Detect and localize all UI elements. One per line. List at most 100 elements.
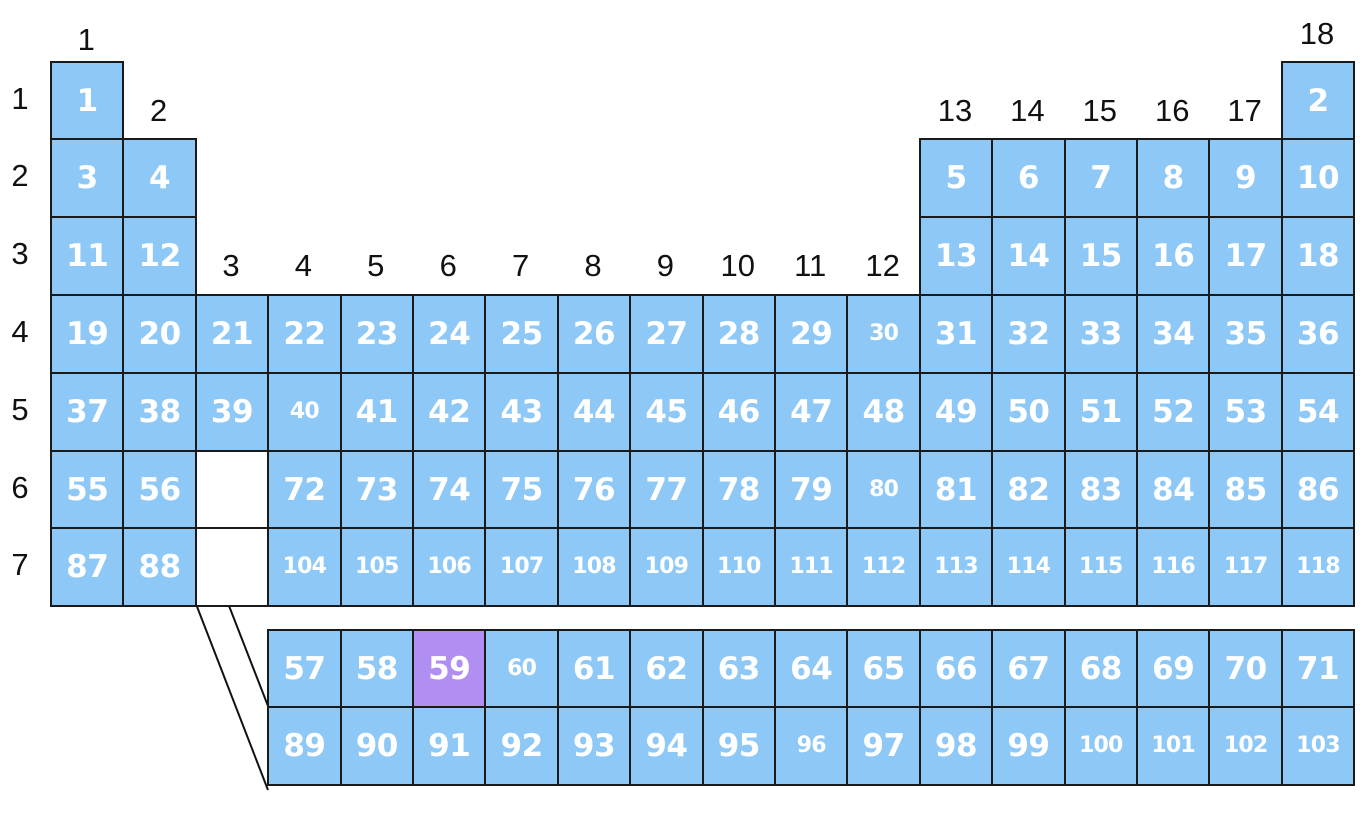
element-cell: 86 bbox=[1280, 450, 1356, 530]
element-cell: 21 bbox=[194, 294, 270, 374]
period-label: 4 bbox=[11, 314, 29, 349]
placeholder-cell bbox=[194, 527, 270, 607]
element-cell: 83 bbox=[1063, 450, 1138, 530]
element-cell: 60 bbox=[484, 629, 559, 709]
element-cell: 70 bbox=[1208, 629, 1283, 709]
element-cell: 112 bbox=[846, 527, 921, 607]
group-label: 4 bbox=[294, 248, 312, 283]
element-cell: 117 bbox=[1208, 527, 1283, 607]
element-cell: 48 bbox=[846, 372, 921, 452]
element-cell: 55 bbox=[50, 450, 125, 530]
element-cell: 79 bbox=[774, 450, 849, 530]
element-cell: 62 bbox=[629, 629, 704, 709]
element-cell: 57 bbox=[267, 629, 342, 709]
element-cell: 11 bbox=[50, 216, 125, 296]
group-label: 12 bbox=[865, 248, 900, 283]
element-cell: 107 bbox=[484, 527, 559, 607]
element-cell: 37 bbox=[50, 372, 125, 452]
element-cell: 8 bbox=[1136, 138, 1211, 218]
element-cell: 103 bbox=[1280, 706, 1356, 786]
element-cell: 51 bbox=[1063, 372, 1138, 452]
element-cell: 115 bbox=[1063, 527, 1138, 607]
element-cell: 35 bbox=[1208, 294, 1283, 374]
group-label: 7 bbox=[511, 248, 530, 283]
element-cell: 109 bbox=[629, 527, 704, 607]
element-cell: 89 bbox=[267, 706, 342, 786]
group-label: 11 bbox=[794, 248, 827, 283]
element-cell: 64 bbox=[774, 629, 849, 709]
group-label: 14 bbox=[1010, 93, 1045, 128]
period-label: 5 bbox=[11, 392, 29, 427]
element-cell: 94 bbox=[629, 706, 704, 786]
group-label: 1 bbox=[77, 22, 95, 57]
element-cell: 105 bbox=[339, 527, 414, 607]
period-label: 3 bbox=[11, 236, 29, 271]
element-cell: 76 bbox=[556, 450, 632, 530]
group-label: 2 bbox=[149, 93, 168, 128]
element-cell: 5 bbox=[918, 138, 994, 218]
group-label: 17 bbox=[1227, 93, 1262, 128]
element-cell: 14 bbox=[991, 216, 1066, 296]
element-cell: 78 bbox=[701, 450, 776, 530]
element-cell: 38 bbox=[122, 372, 197, 452]
element-cell: 97 bbox=[846, 706, 921, 786]
element-cell: 40 bbox=[267, 372, 342, 452]
element-cell: 69 bbox=[1136, 629, 1211, 709]
element-cell: 114 bbox=[991, 527, 1066, 607]
element-cell: 9 bbox=[1208, 138, 1283, 218]
element-cell: 24 bbox=[412, 294, 487, 374]
element-cell: 34 bbox=[1136, 294, 1211, 374]
element-cell: 1 bbox=[50, 61, 125, 141]
element-cell: 68 bbox=[1063, 629, 1138, 709]
element-cell: 43 bbox=[484, 372, 559, 452]
element-cell: 63 bbox=[701, 629, 776, 709]
element-cell: 32 bbox=[991, 294, 1066, 374]
element-cell: 19 bbox=[50, 294, 125, 374]
element-cell: 111 bbox=[774, 527, 849, 607]
element-cell: 101 bbox=[1136, 706, 1211, 786]
element-cell: 25 bbox=[484, 294, 559, 374]
element-cell: 49 bbox=[918, 372, 994, 452]
element-cell: 72 bbox=[267, 450, 342, 530]
element-cell: 42 bbox=[412, 372, 487, 452]
element-cell: 93 bbox=[556, 706, 632, 786]
element-cell: 30 bbox=[846, 294, 921, 374]
element-cell: 116 bbox=[1136, 527, 1211, 607]
element-cell: 56 bbox=[122, 450, 197, 530]
element-cell: 12 bbox=[122, 216, 197, 296]
element-cell: 59 bbox=[412, 629, 487, 709]
element-cell: 27 bbox=[629, 294, 704, 374]
period-label: 2 bbox=[11, 158, 29, 193]
element-cell: 102 bbox=[1208, 706, 1283, 786]
element-cell: 96 bbox=[774, 706, 849, 786]
group-label: 8 bbox=[584, 248, 602, 283]
element-cell: 75 bbox=[484, 450, 559, 530]
element-cell: 95 bbox=[701, 706, 776, 786]
element-cell: 2 bbox=[1280, 61, 1356, 141]
group-label: 9 bbox=[656, 248, 674, 283]
element-cell: 71 bbox=[1280, 629, 1356, 709]
element-cell: 4 bbox=[122, 138, 197, 218]
element-cell: 15 bbox=[1063, 216, 1138, 296]
element-cell: 73 bbox=[339, 450, 414, 530]
element-cell: 26 bbox=[556, 294, 632, 374]
element-cell: 106 bbox=[412, 527, 487, 607]
element-cell: 82 bbox=[991, 450, 1066, 530]
element-cell: 20 bbox=[122, 294, 197, 374]
element-cell: 66 bbox=[918, 629, 994, 709]
element-cell: 18 bbox=[1280, 216, 1356, 296]
group-label: 10 bbox=[720, 248, 756, 283]
element-cell: 74 bbox=[412, 450, 487, 530]
element-cell: 17 bbox=[1208, 216, 1283, 296]
period-label: 7 bbox=[11, 547, 29, 582]
group-label: 5 bbox=[367, 248, 385, 283]
element-cell: 45 bbox=[629, 372, 704, 452]
element-cell: 3 bbox=[50, 138, 125, 218]
element-cell: 58 bbox=[339, 629, 414, 709]
element-cell: 77 bbox=[629, 450, 704, 530]
element-cell: 110 bbox=[701, 527, 776, 607]
element-cell: 16 bbox=[1136, 216, 1211, 296]
element-cell: 33 bbox=[1063, 294, 1138, 374]
placeholder-cell bbox=[194, 450, 270, 530]
